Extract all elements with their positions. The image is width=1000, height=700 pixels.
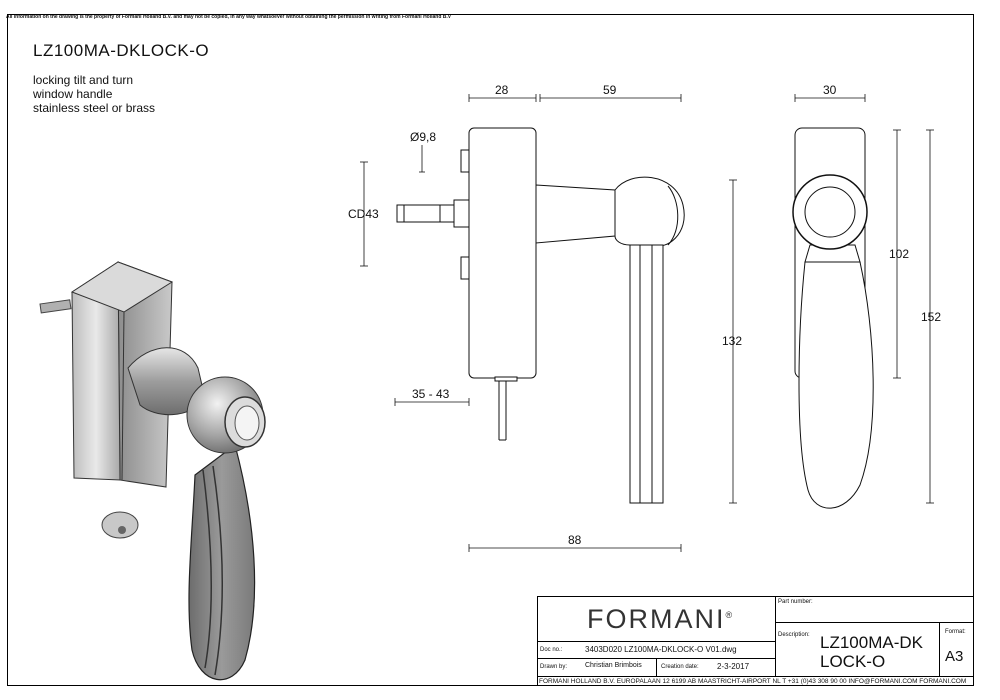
title-block: FORMANI® Part number: Description: LZ100… xyxy=(537,596,974,686)
side-view xyxy=(396,127,685,504)
brand-mark: ® xyxy=(725,610,735,620)
dim-door-thickness: 35 - 43 xyxy=(412,387,450,401)
dim-88: 88 xyxy=(568,533,582,547)
drawn-by-value: Christian Brimbois xyxy=(585,662,642,669)
creation-date-value: 2-3-2017 xyxy=(717,662,750,671)
description-value: LZ100MA-DKLOCK-O xyxy=(820,633,923,671)
dim-152: 152 xyxy=(921,310,942,324)
description-line-3: stainless steel or brass xyxy=(33,101,156,115)
dim-132: 132 xyxy=(722,334,743,348)
dim-102: 102 xyxy=(889,247,910,261)
dim-28: 28 xyxy=(495,83,509,97)
brand-name: FORMANI xyxy=(587,604,726,634)
description-label: Description: xyxy=(778,632,810,638)
title-description: LZ100MA-DKLOCK-O xyxy=(820,633,930,671)
brand-logo: FORMANI® xyxy=(587,604,734,635)
product-code: LZ100MA-DKLOCK-O xyxy=(33,41,210,60)
dim-cd43: CD43 xyxy=(348,207,379,221)
isometric-render xyxy=(39,261,266,681)
creation-date-label: Creation date: xyxy=(661,664,699,670)
dim-spindle: Ø9,8 xyxy=(410,130,437,144)
company-footer: FORMANI HOLLAND B.V. EUROPALAAN 12 6199 … xyxy=(539,678,967,685)
part-number-label: Part number: xyxy=(778,599,813,605)
doc-no-label: Doc no.: xyxy=(540,647,563,653)
dimension-lines xyxy=(360,94,934,552)
format-label: Format: xyxy=(945,629,966,635)
dim-30: 30 xyxy=(823,83,837,97)
description-line-1: locking tilt and turn xyxy=(33,73,134,87)
copyright-notice: All information on the drawing is the pr… xyxy=(6,14,452,20)
drawing-frame xyxy=(7,14,974,686)
format-value: A3 xyxy=(945,648,964,665)
product-description: locking tilt and turn window handle stai… xyxy=(33,73,155,115)
front-view xyxy=(792,127,874,509)
description-line-2: window handle xyxy=(33,87,113,101)
footer-cell xyxy=(537,676,974,686)
drawn-by-label: Drawn by: xyxy=(540,664,568,670)
doc-no-value: 3403D020 LZ100MA-DKLOCK-O V01.dwg xyxy=(585,645,737,654)
dim-59: 59 xyxy=(603,83,617,97)
